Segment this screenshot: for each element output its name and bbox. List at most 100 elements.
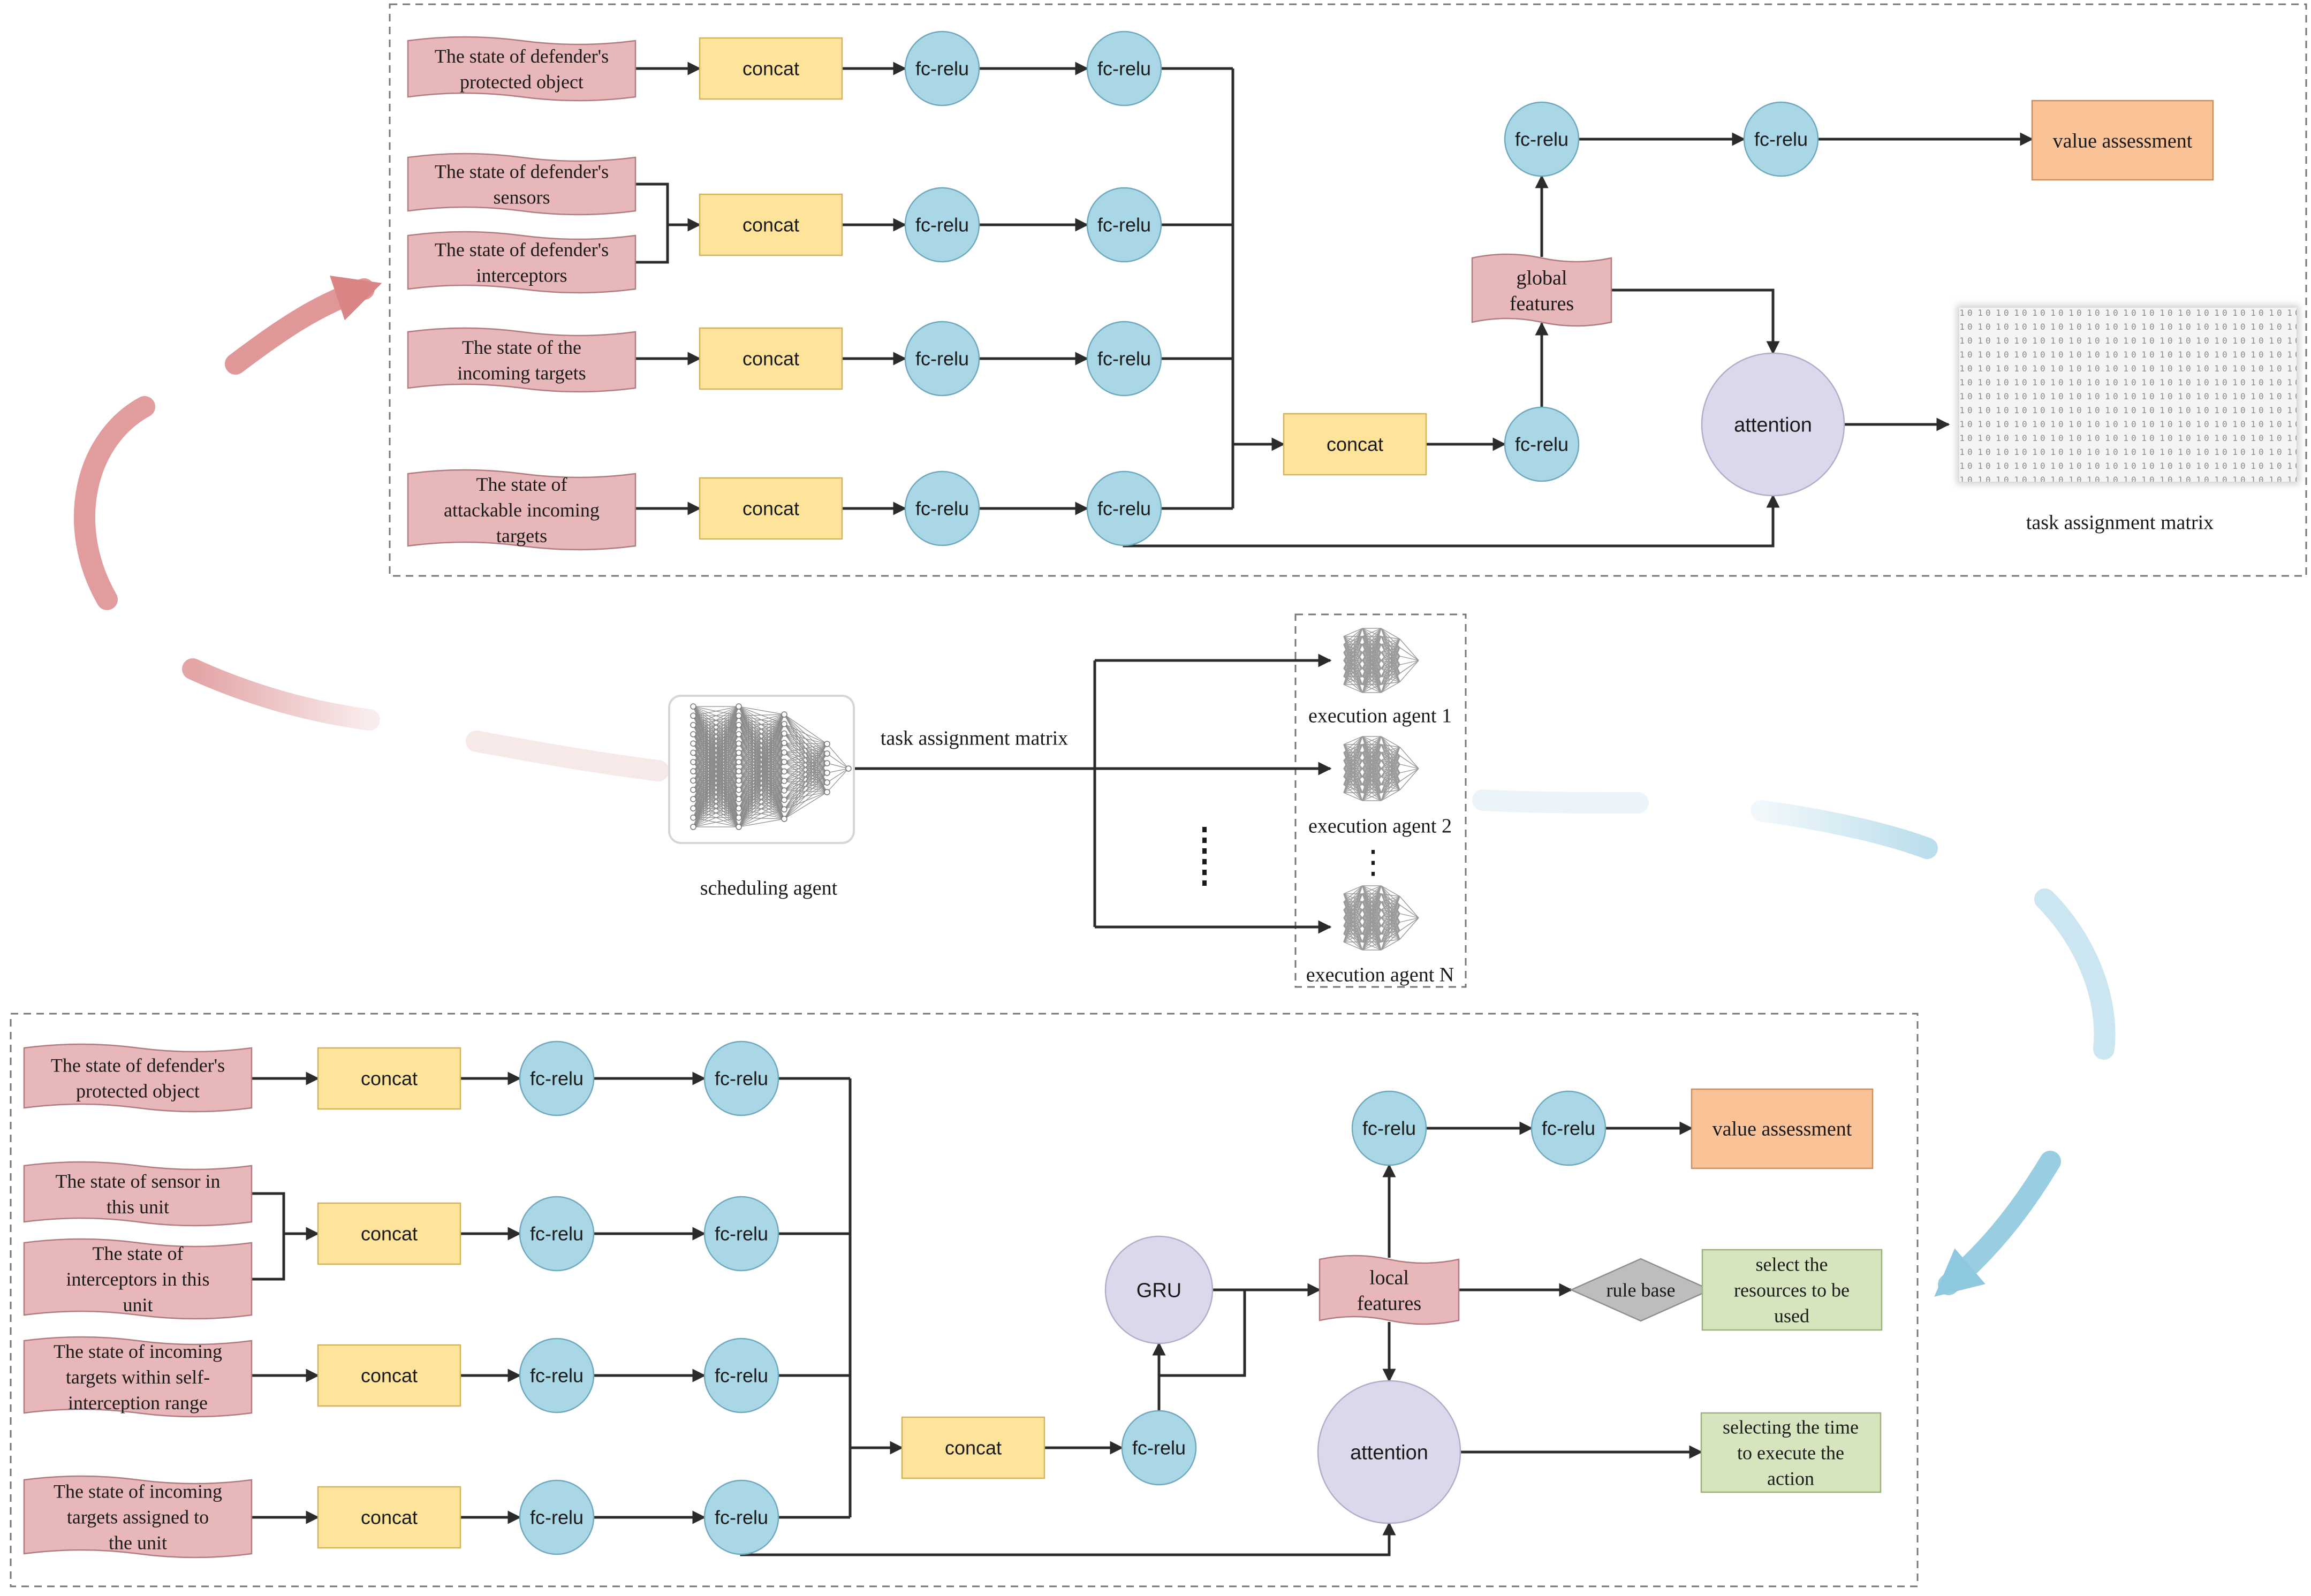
task-assignment-matrix-image xyxy=(1957,305,2299,484)
top-fc-b-2 xyxy=(1086,187,1162,263)
top-arc-tail xyxy=(466,731,669,781)
bottom-concat-2 xyxy=(317,1202,461,1265)
top-fc-b-3 xyxy=(1086,321,1162,397)
top-concat-2-label: concat xyxy=(742,214,799,236)
bottom-fc-a-1-label: fc-relu xyxy=(530,1068,584,1090)
bottom-arc-right xyxy=(2034,888,2116,1060)
top-concat-merge-label: concat xyxy=(1327,434,1383,455)
bottom-fc-merge-label: fc-relu xyxy=(1132,1437,1186,1459)
bottom-input-targets-in-range xyxy=(23,1336,253,1418)
bottom-fc-a-1 xyxy=(519,1040,595,1116)
agents-frame xyxy=(1294,613,1467,988)
top-input-attackable-targets xyxy=(407,469,637,551)
execution-agent-network-images xyxy=(1343,628,1419,951)
bottom-fc-value-1-label: fc-relu xyxy=(1362,1118,1416,1139)
bottom-fc-a-4-label: fc-relu xyxy=(530,1507,584,1529)
top-value-assessment xyxy=(2031,100,2214,181)
top-fc-value-2 xyxy=(1743,101,1819,177)
bottom-gru xyxy=(1104,1235,1214,1344)
bottom-concat-1 xyxy=(317,1047,461,1110)
middle-matrix-label: task assignment matrix xyxy=(881,727,1068,749)
bottom-fc-value-1 xyxy=(1351,1090,1427,1166)
top-fc-b-1-label: fc-relu xyxy=(1097,58,1151,80)
top-fc-merge-label: fc-relu xyxy=(1515,434,1569,455)
bottom-rule-base-label: rule base xyxy=(1607,1280,1676,1301)
bottom-wire-fc-bypass xyxy=(1159,1290,1246,1377)
bottom-fc-b-1 xyxy=(703,1040,779,1116)
bottom-fc-b-2-label: fc-relu xyxy=(715,1223,768,1245)
bottom-concat-3 xyxy=(317,1344,461,1407)
bottom-concat-4 xyxy=(317,1486,461,1549)
bottom-fc-a-3-label: fc-relu xyxy=(530,1365,584,1387)
bottom-network-frame xyxy=(10,1013,1919,1587)
bottom-wire-fc-attention xyxy=(740,1522,1396,1556)
scheduling-agent-label: scheduling agent xyxy=(700,877,838,899)
top-fc-b-2-label: fc-relu xyxy=(1097,214,1151,236)
top-fc-value-1 xyxy=(1504,101,1580,177)
top-concat-1-label: concat xyxy=(742,58,799,80)
bottom-value-assessment-label: value assessment xyxy=(1713,1118,1852,1140)
top-fc-b-3-label: fc-relu xyxy=(1097,348,1151,370)
bottom-local-features xyxy=(1319,1255,1460,1325)
bottom-select-resources xyxy=(1701,1249,1883,1331)
top-arc-mid xyxy=(225,275,382,375)
top-matrix-caption: task assignment matrix xyxy=(2026,511,2214,534)
bottom-fc-b-3-label: fc-relu xyxy=(715,1365,768,1387)
top-attention-label: attention xyxy=(1734,414,1812,436)
bottom-fc-b-2 xyxy=(703,1196,779,1272)
top-concat-4 xyxy=(699,477,843,540)
bottom-input-sensor xyxy=(23,1161,253,1227)
bottom-arc-mid xyxy=(1751,800,1938,859)
bottom-attention xyxy=(1317,1380,1461,1524)
bottom-fc-merge xyxy=(1121,1410,1197,1486)
bottom-concat-1-label: concat xyxy=(361,1068,418,1090)
bottom-concat-3-label: concat xyxy=(361,1365,418,1387)
top-value-assessment-label: value assessment xyxy=(2053,130,2193,152)
top-fc-a-4-label: fc-relu xyxy=(915,498,969,520)
top-input-sensors xyxy=(407,153,637,216)
top-input-incoming-targets xyxy=(407,327,637,393)
top-global-features xyxy=(1471,253,1612,327)
bottom-fc-b-4-label: fc-relu xyxy=(715,1507,768,1529)
bottom-arc-head xyxy=(1472,789,1649,814)
bottom-fc-a-2 xyxy=(519,1196,595,1272)
top-input-interceptors xyxy=(407,231,637,294)
top-fc-b-1 xyxy=(1086,31,1162,107)
top-wire-fc-attention xyxy=(1123,494,1780,548)
bottom-input-protected-object xyxy=(23,1043,253,1113)
top-concat-4-label: concat xyxy=(742,498,799,520)
top-fc-merge xyxy=(1504,406,1580,482)
top-fc-b-4 xyxy=(1086,470,1162,546)
bottom-concat-merge xyxy=(901,1416,1045,1479)
top-fc-a-3 xyxy=(904,321,980,397)
top-arc-lower xyxy=(182,658,380,731)
bottom-concat-2-label: concat xyxy=(361,1223,418,1245)
top-network-frame xyxy=(389,3,2307,577)
execution-agent-2-label: execution agent 2 xyxy=(1308,815,1452,837)
top-concat-1 xyxy=(699,37,843,100)
top-input-protected-object xyxy=(407,36,637,102)
bottom-wire-bracket xyxy=(252,1192,285,1281)
bottom-fc-a-4 xyxy=(519,1479,595,1555)
bottom-concat-4-label: concat xyxy=(361,1507,418,1529)
bottom-attention-label: attention xyxy=(1350,1441,1428,1464)
nodes xyxy=(23,31,2214,1559)
bottom-input-interceptors xyxy=(23,1238,253,1320)
top-fc-a-1 xyxy=(904,31,980,107)
top-fc-a-3-label: fc-relu xyxy=(915,348,969,370)
top-fc-a-2-label: fc-relu xyxy=(915,214,969,236)
bottom-fc-a-2-label: fc-relu xyxy=(530,1223,584,1245)
